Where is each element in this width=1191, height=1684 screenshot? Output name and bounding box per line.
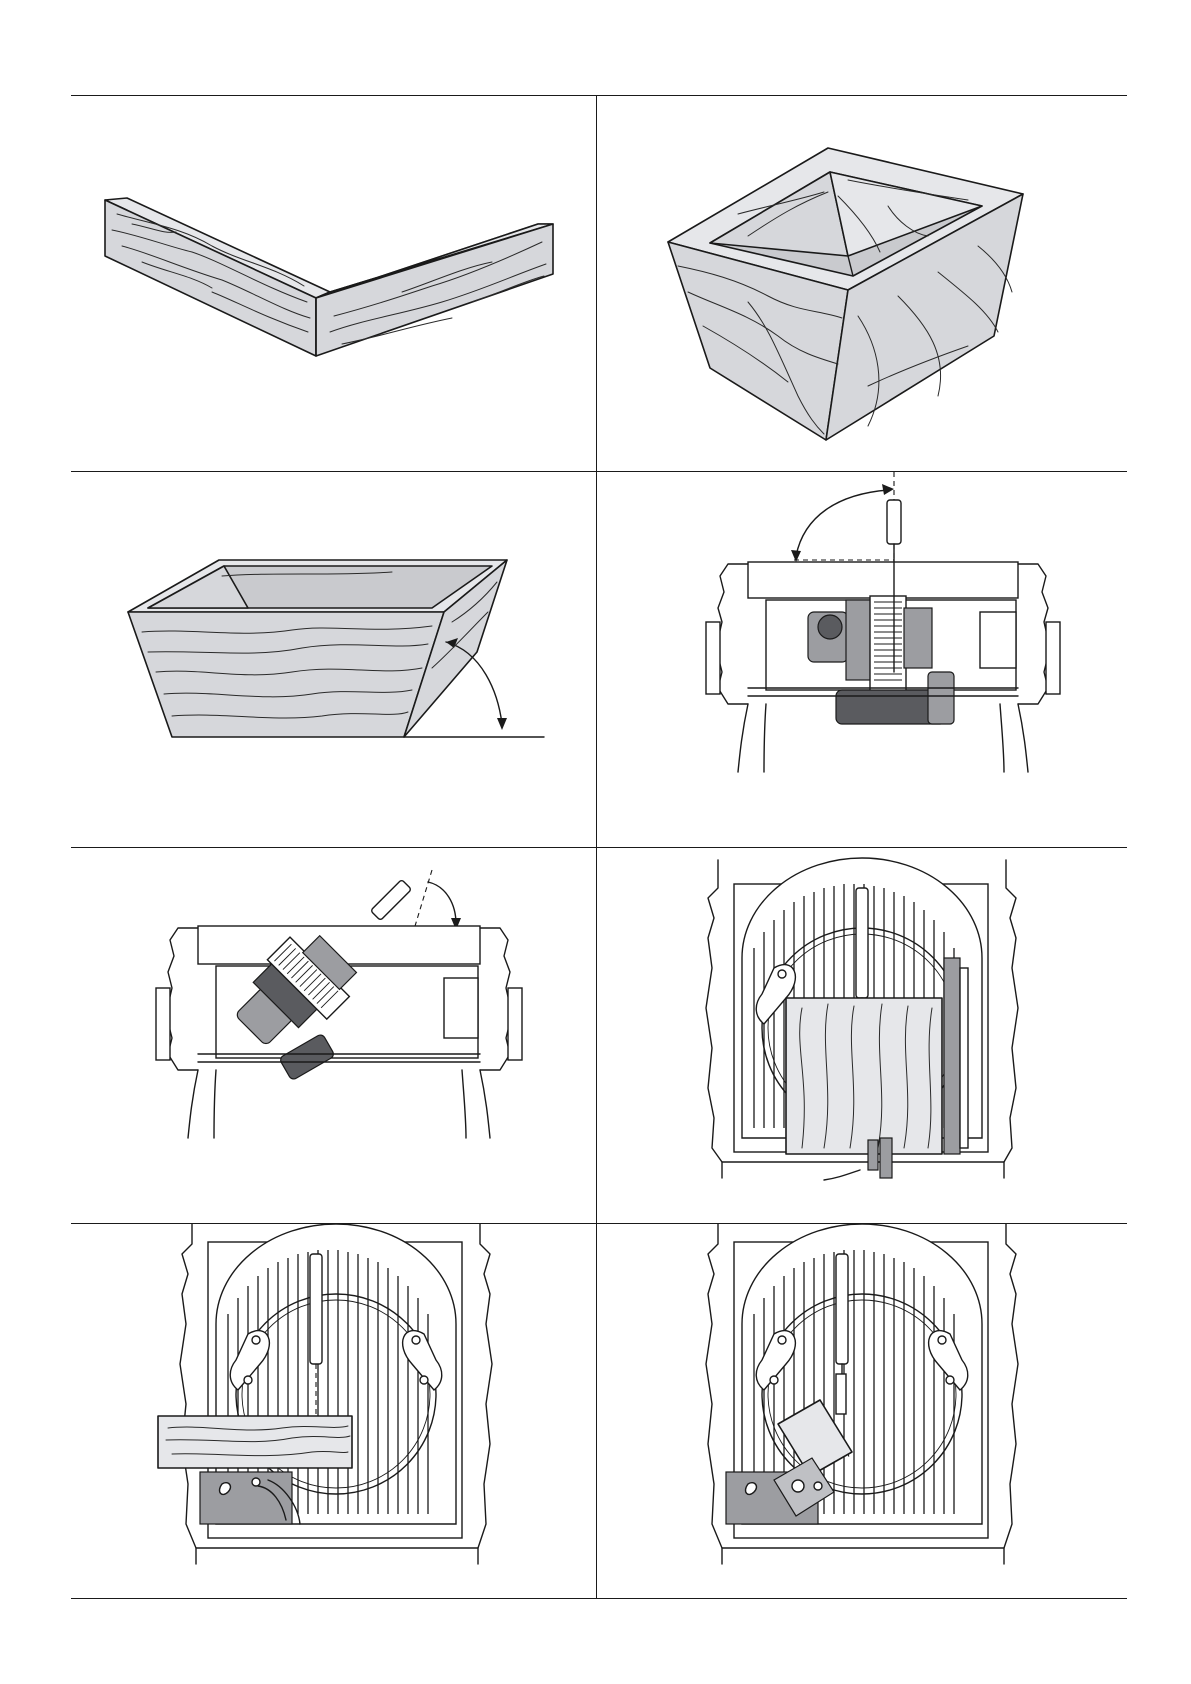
saw-front-blade-vertical-illustration-icon bbox=[598, 472, 1122, 846]
figure-compound-box bbox=[598, 96, 1122, 470]
column-divider bbox=[596, 95, 597, 1598]
saw-top-mitre-gauge-illustration-icon bbox=[598, 1224, 1122, 1598]
figure-saw-front-tilted bbox=[72, 848, 596, 1222]
saw-top-rip-fence-illustration-icon bbox=[598, 848, 1122, 1222]
figure-saw-top-mitre bbox=[598, 1224, 1122, 1598]
bottom-rule bbox=[71, 1598, 1127, 1599]
figure-tray-bevel-angle bbox=[72, 472, 596, 846]
figure-saw-front-vertical bbox=[598, 472, 1122, 846]
figure-mitre-joint bbox=[72, 96, 596, 470]
tray-bevel-angle-illustration-icon bbox=[72, 472, 596, 846]
compound-box-illustration-icon bbox=[598, 96, 1122, 470]
saw-top-crosscut-illustration-icon bbox=[72, 1224, 596, 1598]
figure-saw-top-crosscut bbox=[72, 1224, 596, 1598]
mitre-joint-illustration-icon bbox=[72, 96, 596, 470]
saw-front-blade-tilted-illustration-icon bbox=[72, 848, 596, 1222]
figure-saw-top-rip bbox=[598, 848, 1122, 1222]
